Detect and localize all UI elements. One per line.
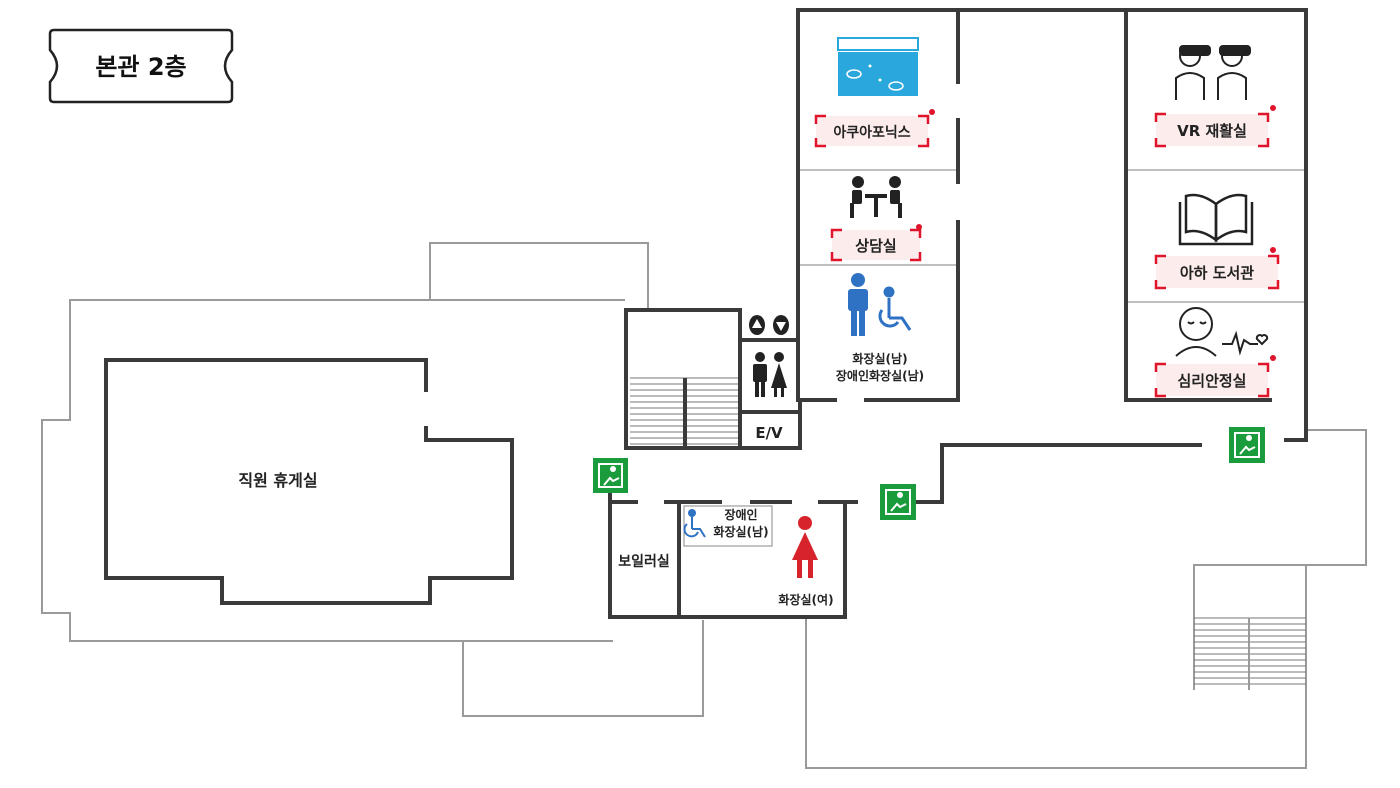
staircase-left: [630, 377, 740, 448]
emergency-exit-icon: [593, 458, 628, 493]
boiler-room-label: 보일러실: [618, 554, 670, 570]
interior-walls: [104, 8, 1308, 619]
staircase-right: [1194, 617, 1306, 690]
open-book-icon: [1178, 193, 1254, 246]
male-icon: [848, 273, 868, 336]
restroom-women-label: 화장실(여): [778, 592, 833, 607]
counseling-label: 상담실: [855, 237, 896, 255]
floor-title: 본관 2층: [95, 53, 186, 81]
tag-counseling[interactable]: 상담실: [830, 228, 922, 262]
accessible-restroom-label-2: 화장실(남): [713, 524, 768, 539]
restroom-men-label: 화장실(남): [852, 351, 907, 366]
tag-aha-library[interactable]: 아하 도서관: [1154, 254, 1280, 290]
emergency-exit-icon: [1229, 427, 1265, 463]
elevator-up-down-icon: [749, 315, 789, 335]
tag-psych-stability[interactable]: 심리안정실: [1154, 362, 1270, 398]
aha-library-label: 아하 도서관: [1180, 264, 1254, 282]
meeting-table-icon: [850, 176, 902, 218]
tag-aquaponics[interactable]: 아쿠아포닉스: [814, 114, 930, 148]
vr-rehab-label: VR 재활실: [1177, 122, 1247, 140]
calm-face-heartbeat-icon: [1175, 307, 1269, 357]
psych-stability-label: 심리안정실: [1177, 372, 1246, 390]
emergency-exit-icon: [880, 484, 916, 520]
aquarium-icon: [837, 37, 919, 96]
elevator-label: E/V: [755, 424, 783, 442]
tag-vr-rehab[interactable]: VR 재활실: [1154, 112, 1270, 148]
restroom-men-accessible-label: 장애인화장실(남): [836, 368, 924, 383]
vr-users-icon: [1175, 45, 1251, 100]
restroom-pictogram-icon: [753, 352, 787, 397]
new-marker-stars: [916, 105, 1276, 361]
wheelchair-icon: [683, 509, 706, 538]
floor-title-badge: 본관 2층: [48, 28, 234, 104]
room-dividers: [683, 169, 1304, 547]
staff-lounge-label: 직원 휴게실: [238, 471, 317, 490]
female-icon: [792, 516, 818, 578]
wheelchair-icon: [878, 286, 912, 331]
aquaponics-label: 아쿠아포닉스: [833, 124, 910, 141]
accessible-restroom-label-1: 장애인: [724, 507, 757, 522]
